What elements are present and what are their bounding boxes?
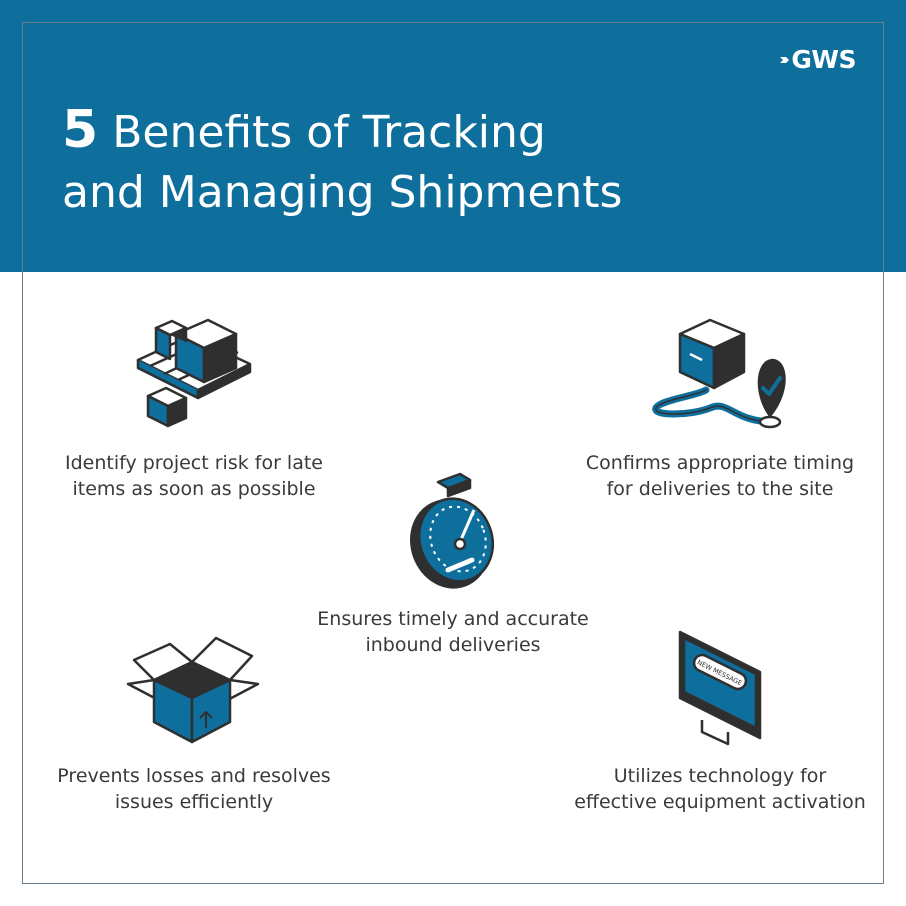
title-line-1: Benefits of Tracking — [112, 107, 546, 158]
title-line-2: and Managing Shipments — [62, 167, 623, 218]
header-banner — [0, 0, 906, 272]
gws-logo: GWS — [780, 45, 856, 74]
benefit-caption-1: Identify project risk for late items as … — [64, 452, 323, 500]
open-box-icon — [126, 636, 260, 744]
benefit-caption-2: Confirms appropriate timing for deliveri… — [585, 452, 855, 500]
benefit-caption-4: Prevents losses and resolves issues effi… — [57, 765, 331, 813]
benefit-caption-3: Ensures timely and accurate inbound deli… — [317, 608, 589, 656]
logo-arrow-icon — [780, 56, 790, 63]
pallet-boxes-icon — [136, 318, 252, 428]
box-route-pin-icon — [652, 318, 786, 429]
benefit-caption-5: Utilizes technology for effective equipm… — [574, 765, 866, 813]
monitor-message-icon: NEW MESSAGE — [678, 630, 762, 746]
title-number: 5 — [62, 100, 99, 160]
page-title: 5 Benefits of Tracking and Managing Ship… — [62, 100, 622, 223]
logo-text: GWS — [791, 45, 856, 74]
stopwatch-icon — [410, 472, 495, 589]
